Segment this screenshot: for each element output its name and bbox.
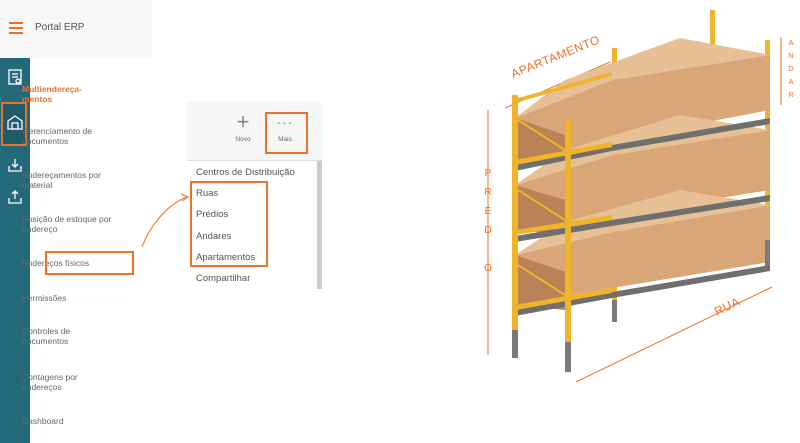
andar-letter: D — [788, 64, 794, 73]
more-button-label: Mais — [278, 136, 292, 143]
more-button-highlight — [265, 112, 308, 154]
predio-letter: P — [484, 168, 492, 179]
dropdown-item-ruas[interactable]: Ruas — [196, 188, 219, 199]
dropdown-item-apartamentos[interactable]: Apartamentos — [196, 252, 256, 263]
predio-letter: R — [484, 187, 492, 198]
sidebar-item-multienderecamentos[interactable]: Multiendereça-mentos — [22, 84, 82, 104]
predio-label: P R É D I O — [482, 164, 494, 278]
plus-icon: + — [236, 109, 250, 134]
andar-letter: A — [788, 38, 794, 47]
new-button-label: Novo — [235, 136, 251, 143]
sidebar-item-enderecos-fisicos[interactable]: Endereços físicos — [22, 258, 90, 268]
more-dots-icon: ··· — [276, 114, 294, 130]
sidebar-item-dashboard[interactable]: Dashboard — [22, 416, 64, 426]
rail-selected-highlight — [1, 102, 27, 146]
predio-letter: É — [484, 206, 492, 217]
erp-panel: Portal ERP Multiendereça-mentos Gerencia… — [0, 0, 152, 443]
dropdown-item-compartilhar[interactable]: Compartilhar — [196, 273, 251, 284]
outbound-icon[interactable] — [6, 188, 24, 206]
sidebar-item-enderecamentos-material[interactable]: Endereçamentos por material — [22, 170, 101, 190]
warehouse-rack-illustration — [487, 10, 782, 383]
predio-letter: O — [484, 263, 492, 274]
dropdown-scrollbar[interactable] — [317, 161, 322, 289]
more-button[interactable]: ··· Mais — [269, 110, 301, 150]
sidebar-item-gerenciamento[interactable]: Gerenciamento de documentos — [22, 126, 92, 146]
sidebar-item-contagens[interactable]: Contagens por endereços — [22, 372, 78, 392]
predio-letter: I — [486, 244, 490, 255]
andar-letter: A — [788, 77, 794, 86]
warehouse-icon[interactable] — [6, 113, 24, 131]
predio-letter: D — [484, 225, 492, 236]
app-title: Portal ERP — [35, 22, 85, 33]
dropdown-items-highlight — [190, 181, 268, 267]
toolbar-divider — [187, 160, 322, 161]
dropdown-item-predios[interactable]: Prédios — [196, 209, 229, 220]
andar-letter: R — [788, 90, 794, 99]
documents-list-icon[interactable] — [6, 68, 24, 86]
sidebar-item-posicao-estoque[interactable]: Posição de estoque por endereço — [22, 214, 112, 234]
sidebar-item-permissoes[interactable]: Permissões — [22, 293, 67, 303]
new-button[interactable]: + Novo — [227, 110, 259, 150]
andar-letter: N — [788, 51, 794, 60]
enderecos-fisicos-highlight — [45, 251, 134, 275]
toolbar: + Novo ··· Mais — [187, 102, 322, 160]
dropdown-item-centros[interactable]: Centros de Distribuição — [196, 167, 295, 178]
app-header: Portal ERP — [0, 0, 152, 59]
sidebar-menu — [30, 58, 152, 443]
inbound-icon[interactable] — [6, 156, 24, 174]
dropdown-item-andares[interactable]: Andares — [196, 231, 232, 242]
hamburger-menu-icon[interactable] — [9, 22, 23, 34]
andar-label: A N D A R — [786, 36, 796, 101]
sidebar-item-controles[interactable]: Controles de documentos — [22, 326, 71, 346]
